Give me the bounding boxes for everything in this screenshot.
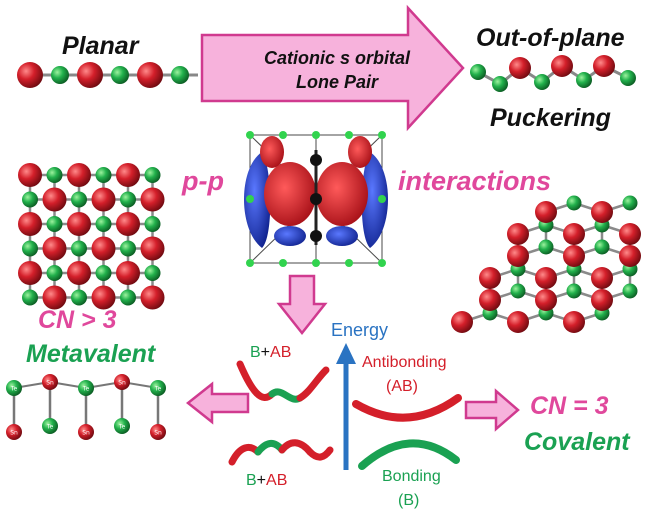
- interactions-label: interactions: [398, 166, 552, 196]
- svg-text:Te: Te: [82, 386, 90, 393]
- out-of-plane-label: Out-of-plane: [476, 24, 625, 52]
- puckering-label: Puckering: [490, 104, 611, 132]
- lone-pair-arrow: [200, 4, 465, 132]
- plus-term: +: [260, 344, 271, 361]
- svg-text:Sn: Sn: [82, 430, 90, 437]
- svg-text:Sn: Sn: [118, 380, 126, 387]
- right-arrow: [464, 388, 520, 432]
- pp-label: p-p: [182, 166, 224, 196]
- ab-term: AB: [266, 472, 288, 489]
- arrow-text: Cationic s orbital Lone Pair: [212, 46, 462, 94]
- planar-label: Planar: [62, 32, 139, 60]
- svg-text:Te: Te: [118, 424, 126, 431]
- energy-label: Energy: [331, 320, 389, 340]
- plus-term: +: [256, 472, 267, 489]
- energy-axis: [336, 343, 356, 470]
- svg-text:Sn: Sn: [46, 380, 54, 387]
- planar-chain: [17, 62, 198, 88]
- antibonding-label: Antibonding: [362, 354, 447, 371]
- down-arrow: [276, 274, 328, 336]
- bonding-label: Bonding: [382, 468, 441, 485]
- puckered-chain: [470, 55, 636, 92]
- antibonding-curve: [352, 394, 462, 422]
- metavalent-label: Metavalent: [26, 340, 156, 368]
- b-label: (B): [398, 492, 420, 509]
- arrow-line-2: Lone Pair: [295, 72, 379, 92]
- svg-text:Te: Te: [10, 386, 18, 393]
- covalent-label: Covalent: [524, 428, 630, 456]
- b-plus-ab-lower: B+AB: [246, 472, 287, 490]
- cn-eq-3-label: CN = 3: [530, 392, 609, 420]
- b-plus-ab-upper: B+AB: [250, 344, 291, 362]
- ab-label: (AB): [386, 378, 418, 395]
- square-lattice: [18, 163, 165, 310]
- left-arrow: [185, 381, 250, 425]
- svg-text:Te: Te: [154, 386, 162, 393]
- b-term: B: [250, 344, 261, 361]
- wavy-curve-lower: [228, 439, 334, 466]
- arrow-line-1: Cationic s orbital: [263, 48, 411, 68]
- ab-term: AB: [270, 344, 292, 361]
- b-term: B: [246, 472, 257, 489]
- cn-gt-3-label: CN > 3: [38, 306, 117, 334]
- honeycomb-lattice: [451, 195, 641, 333]
- svg-text:Sn: Sn: [154, 430, 162, 437]
- orbital-image: [240, 128, 390, 268]
- bonding-curve: [358, 439, 460, 470]
- wavy-curve-upper: [236, 360, 330, 403]
- svg-text:Sn: Sn: [10, 430, 18, 437]
- svg-text:Te: Te: [46, 424, 54, 431]
